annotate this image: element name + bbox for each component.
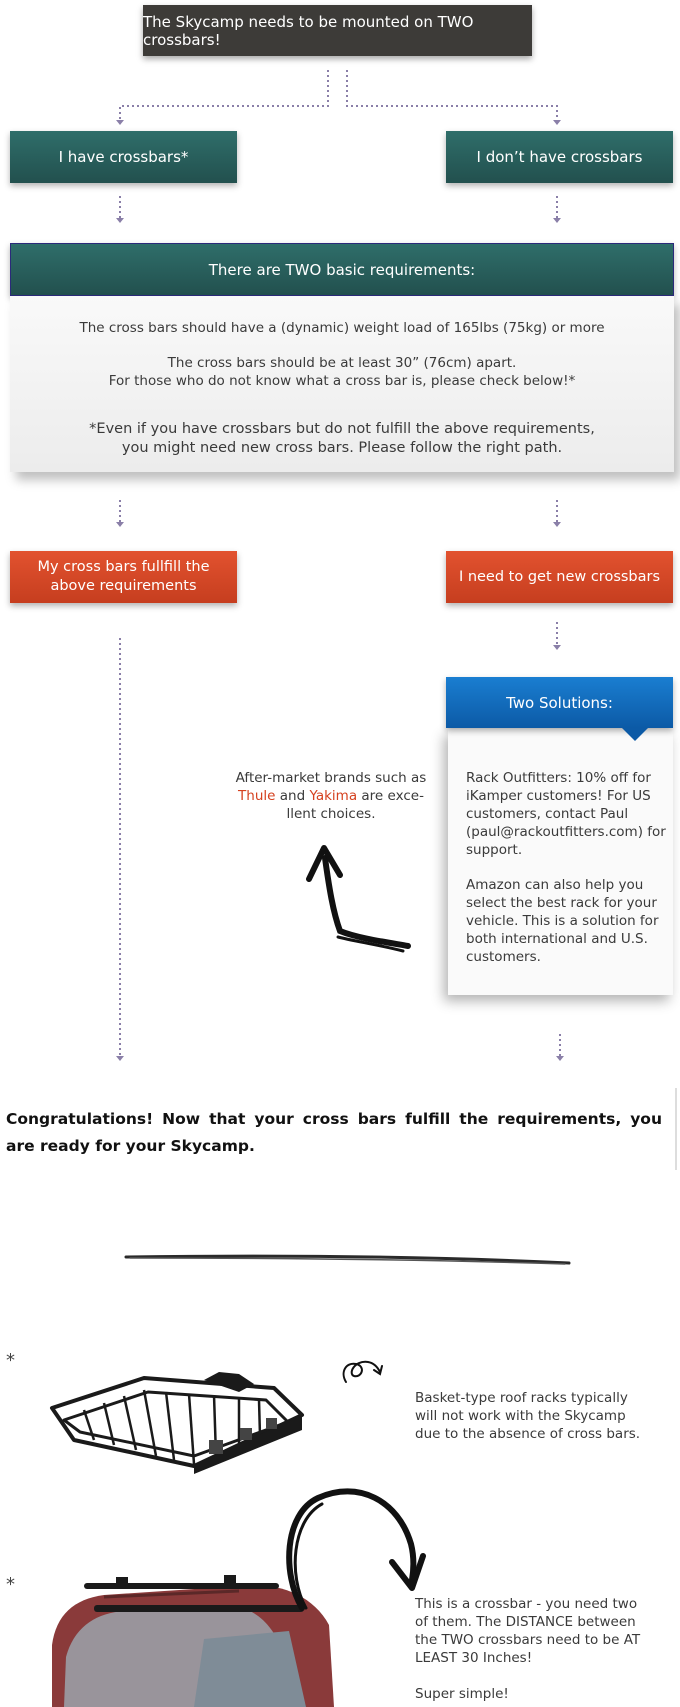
header-title: The Skycamp needs to be mounted on TWO c… [143,12,474,49]
footnote-star-2: * [6,1574,15,1595]
basket-line: Basket-type roof racks typically [415,1390,628,1406]
crossbar-line: This is a crossbar - you need two [415,1596,638,1612]
solutions-title: Two Solutions: [506,693,613,712]
requirements-title: There are TWO basic requirements: [208,260,476,279]
solution-1-line: iKamper customers! For US [466,788,651,804]
requirement-note-2: you might need new cross bars. Please fo… [121,440,563,456]
requirement-check-below: For those who do not know what a cross b… [108,373,576,389]
crossbar-line: of them. The DISTANCE between [415,1614,636,1630]
solution-2-line: Amazon can also help you [466,877,644,893]
requirements-panel: The cross bars should have a (dynamic) w… [10,296,674,472]
brand-yakima[interactable]: Yakima [309,788,358,804]
flow-connectors [116,70,564,1061]
callout-pointer-icon [621,727,649,741]
congrats-text: Congratulations! Now that your cross bar… [6,1110,662,1155]
brand-thule[interactable]: Thule [238,788,276,804]
requirement-note-1: *Even if you have crossbars but do not f… [89,421,595,437]
header-box: The Skycamp needs to be mounted on TWO c… [143,5,532,56]
outcome-fulfill[interactable]: My cross bars fullfill the above require… [10,551,237,603]
branch-no-crossbars[interactable]: I don’t have crossbars [446,131,673,183]
requirements-title-bar: There are TWO basic requirements: [10,243,674,296]
car-crossbar-image [52,1575,334,1707]
basket-line: will not work with the Skycamp [415,1408,626,1424]
aftermarket-line3: llent choices. [286,806,376,822]
solution-1-line: customers, contact Paul [466,806,629,822]
down-arrow-icon [116,120,124,125]
aftermarket-line2: Thule and Yakima are exce- [222,787,440,805]
basket-note: Basket-type roof racks typically will no… [415,1389,640,1443]
solution-amazon: Amazon can also help you select the best… [466,876,659,966]
solution-2-line: vehicle. This is a solution for [466,913,659,929]
aftermarket-line1: After-market brands such as [235,770,427,786]
super-simple: Super simple! [415,1686,509,1702]
solution-2-line: both international and U.S. [466,931,648,947]
crossbar-line: LEAST 30 Inches! [415,1650,533,1666]
hand-drawn-arrow-icon [306,845,411,953]
right-edge-divider [675,1088,677,1170]
solutions-title-bar: Two Solutions: [446,677,673,728]
solution-1-line: Rack Outfitters: 10% off for [466,770,651,786]
solutions-panel: Rack Outfitters: 10% off for iKamper cus… [448,729,673,995]
branch-no-label: I don’t have crossbars [476,148,643,166]
aftermarket-and: and [279,788,306,804]
branch-have-label: I have crossbars* [58,148,189,166]
outcome-new-crossbars[interactable]: I need to get new crossbars [446,551,673,603]
solution-2-line: select the best rack for your [466,895,657,911]
solution-1-line: support. [466,842,523,858]
aftermarket-tail: are exce- [361,788,424,804]
aftermarket-note: After-market brands such as Thule and Ya… [222,769,440,823]
solution-1-line: (paul@rackoutfitters.com) for [466,824,666,840]
basket-rack-image [50,1372,304,1474]
footnote-star: * [6,1350,15,1371]
branch-have-crossbars[interactable]: I have crossbars* [10,131,237,183]
requirement-distance: The cross bars should be at least 30” (7… [167,355,517,371]
solution-rack-outfitters: Rack Outfitters: 10% off for iKamper cus… [466,769,666,859]
outcome-new-label: I need to get new crossbars [458,568,661,585]
curled-arrow-icon [342,1360,383,1383]
crossbar-line: the TWO crossbars need to be AT [415,1632,641,1648]
outcome-fulfill-line1: My cross bars fullfill the [37,559,210,575]
divider-stroke [124,1254,571,1265]
basket-line: due to the absence of cross bars. [415,1426,641,1442]
curved-arrow-icon [286,1488,426,1611]
outcome-fulfill-line2: above requirements [50,578,197,594]
solution-2-line: customers. [466,949,541,965]
requirement-weight: The cross bars should have a (dynamic) w… [79,320,605,336]
crossbar-note: This is a crossbar - you need two of the… [415,1595,640,1703]
